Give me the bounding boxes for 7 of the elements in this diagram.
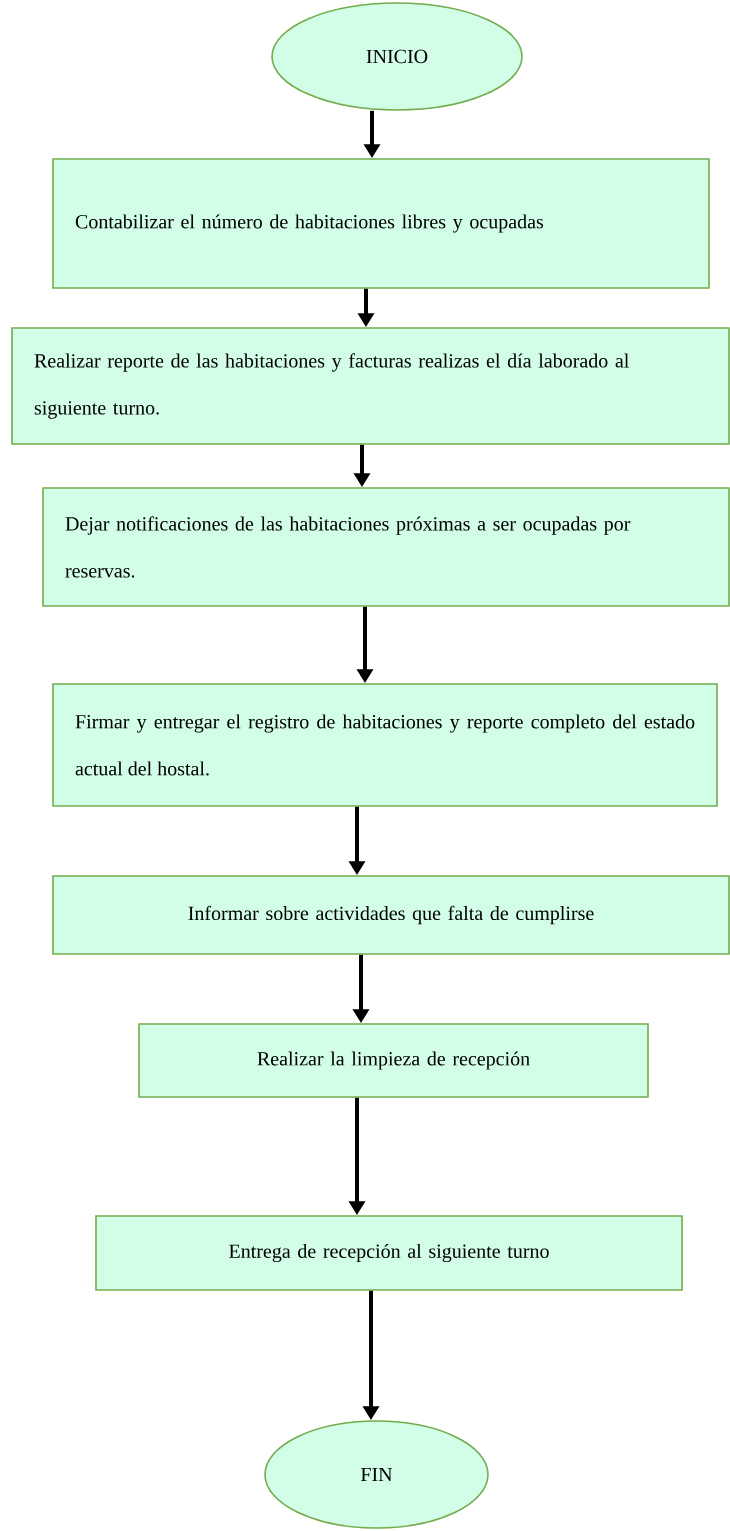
process-box: Dejar notificaciones de las habitaciones próximas a ser ocupadas por reservas. bbox=[42, 487, 730, 607]
process-box: Informar sobre actividades que falta de cumplirse bbox=[52, 875, 730, 955]
process-box: Realizar reporte de las habitaciones y facturas realizas el día laborado al siguiente turno. bbox=[11, 327, 730, 445]
process-box: Firmar y entregar el registro de habitaciones y reporte completo del estado actual del hostal. bbox=[52, 683, 718, 807]
process-box: Realizar la limpieza de recepción bbox=[138, 1023, 649, 1098]
process-box: Entrega de recepción al siguiente turno bbox=[95, 1215, 683, 1291]
process-box: Contabilizar el número de habitaciones libres y ocupadas bbox=[52, 158, 710, 289]
